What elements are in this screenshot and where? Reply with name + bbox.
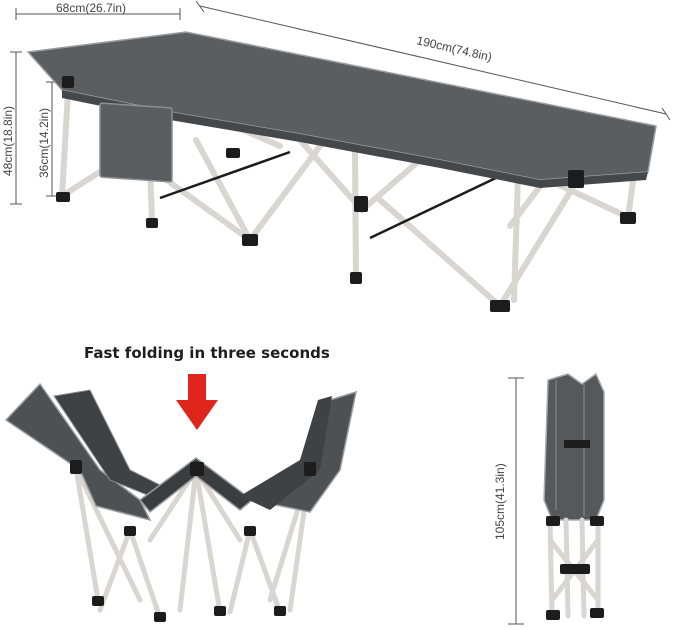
- length-dimension: [195, 0, 671, 121]
- down-arrow-icon: [176, 374, 218, 430]
- length-label: 190cm(74.8in): [415, 33, 493, 64]
- width-dimension: [15, 8, 181, 20]
- folding-caption: Fast folding in three seconds: [84, 344, 330, 362]
- bed-height-label: 36cm(14.2in): [37, 108, 51, 178]
- total-height-label: 48cm(18.8in): [1, 106, 15, 176]
- side-pocket: [99, 102, 173, 183]
- total-height-dimension: [10, 51, 22, 205]
- cot-unfolded: [26, 31, 657, 312]
- width-label: 68cm(26.7in): [56, 1, 126, 15]
- cot-folding: [4, 382, 357, 622]
- cot-cross-straps: [159, 150, 501, 240]
- folding-joints: [70, 460, 316, 622]
- cot-folded: [543, 372, 605, 620]
- folded-height-dimension: [508, 377, 524, 625]
- folded-height-label: 105cm(41.3in): [493, 463, 507, 540]
- cot-joints: [56, 76, 636, 312]
- folding-fabric-left: [4, 382, 152, 522]
